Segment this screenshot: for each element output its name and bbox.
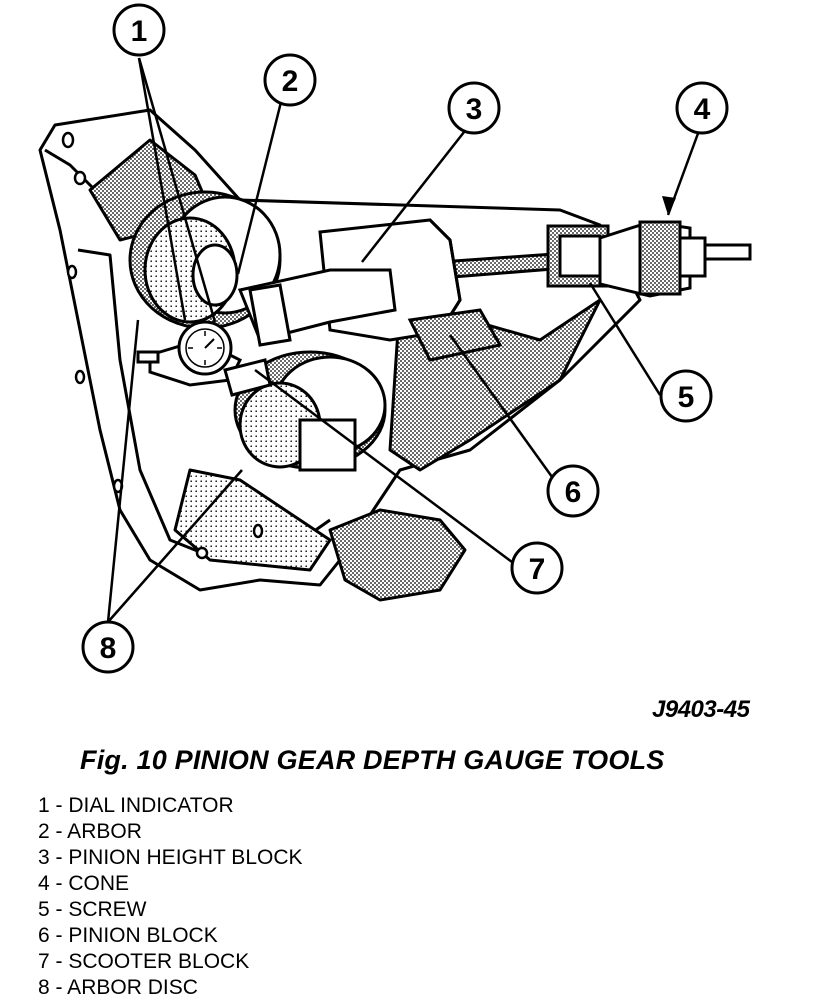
legend-item-dial-indicator: 1 - DIAL INDICATOR xyxy=(38,794,234,817)
figure-caption: Fig. 10 PINION GEAR DEPTH GAUGE TOOLS xyxy=(80,745,665,775)
svg-text:3: 3 xyxy=(466,93,483,126)
svg-text:6: 6 xyxy=(565,476,582,509)
svg-text:4: 4 xyxy=(694,93,711,126)
svg-text:5: 5 xyxy=(678,381,695,414)
pinion-block xyxy=(407,308,503,362)
callout-5: 5 xyxy=(659,369,713,423)
leader-arrowheads xyxy=(662,196,676,215)
callout-8: 8 xyxy=(81,620,135,674)
arbor xyxy=(237,268,397,347)
svg-text:7: 7 xyxy=(529,553,546,586)
cone xyxy=(598,220,752,298)
legend-item-screw: 5 - SCREW xyxy=(38,898,147,921)
svg-text:2: 2 xyxy=(282,65,299,98)
legend-item-pinion-height-block: 3 - PINION HEIGHT BLOCK xyxy=(38,846,303,869)
svg-text:1: 1 xyxy=(131,15,148,48)
differential-housing xyxy=(38,108,642,602)
legend-item-scooter-block: 7 - SCOOTER BLOCK xyxy=(38,950,250,973)
callout-6: 6 xyxy=(546,464,600,518)
tool-illustration: 1 2 3 4 5 6 7 8 xyxy=(38,3,752,674)
legend-item-pinion-block: 6 - PINION BLOCK xyxy=(38,924,218,947)
callout-7: 7 xyxy=(510,541,564,595)
legend-item-arbor-disc: 8 - ARBOR DISC xyxy=(38,976,198,999)
callout-markers: 1 2 3 4 5 6 7 8 xyxy=(81,3,729,674)
legend-item-cone: 4 - CONE xyxy=(38,872,130,895)
svg-text:8: 8 xyxy=(100,632,117,665)
drawing-id: J9403-45 xyxy=(652,696,750,723)
dial-indicator xyxy=(136,320,243,387)
callout-1: 1 xyxy=(112,3,166,57)
scooter-block xyxy=(223,358,272,397)
callout-4: 4 xyxy=(675,81,729,135)
legend-item-arbor: 2 - ARBOR xyxy=(38,820,142,843)
leader-lines xyxy=(106,57,702,623)
legend-list: 1 - DIAL INDICATOR 2 - ARBOR 3 - PINION … xyxy=(38,793,303,1001)
callout-2: 2 xyxy=(263,53,317,107)
callout-3: 3 xyxy=(447,81,501,135)
